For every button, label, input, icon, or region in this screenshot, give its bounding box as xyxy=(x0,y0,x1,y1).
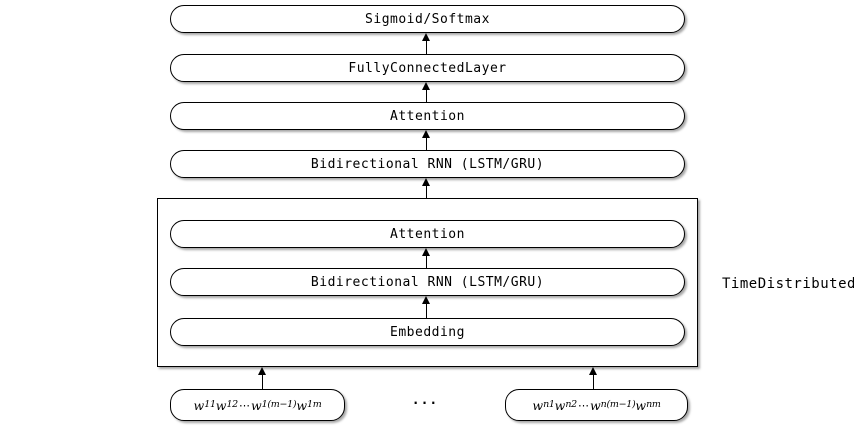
arrowhead-icon xyxy=(422,33,430,41)
up-arrow-connector xyxy=(589,367,598,389)
arrow-stem xyxy=(425,183,428,198)
arrowhead-icon xyxy=(422,82,430,90)
layer-label: Sigmoid/Softmax xyxy=(365,11,490,27)
layer-box-attention-outer: Attention xyxy=(170,102,685,130)
arrow-stem xyxy=(425,38,428,54)
arrowhead-icon xyxy=(422,130,430,138)
time-distributed-label: TimeDistributed xyxy=(722,276,854,292)
up-arrow-connector xyxy=(422,82,431,102)
layer-label: Bidirectional RNN (LSTM/GRU) xyxy=(310,274,545,290)
up-arrow-connector xyxy=(422,296,431,318)
layer-label: Attention xyxy=(390,226,465,242)
layer-label: FullyConnectedLayer xyxy=(348,60,507,76)
arrowhead-icon xyxy=(589,367,597,375)
layer-box-birnn-inner: Bidirectional RNN (LSTM/GRU) xyxy=(170,268,685,296)
layer-box-embedding: Embedding xyxy=(170,318,685,346)
layer-box-attention-inner: Attention xyxy=(170,220,685,248)
arrow-stem xyxy=(592,372,595,389)
arrow-stem xyxy=(425,87,428,102)
arrow-stem xyxy=(261,372,264,389)
up-arrow-connector xyxy=(258,367,267,389)
arrow-stem xyxy=(425,301,428,318)
up-arrow-connector xyxy=(422,130,431,150)
layer-label: Bidirectional RNN (LSTM/GRU) xyxy=(310,156,545,172)
arrowhead-icon xyxy=(258,367,266,375)
layer-box-sigmoid-softmax: Sigmoid/Softmax xyxy=(170,5,685,33)
ellipsis-between-inputs: ... xyxy=(411,393,439,408)
arrowhead-icon xyxy=(422,178,430,186)
layer-label: Attention xyxy=(390,108,465,124)
layer-box-birnn-outer: Bidirectional RNN (LSTM/GRU) xyxy=(170,150,685,178)
arrowhead-icon xyxy=(422,248,430,256)
up-arrow-connector xyxy=(422,248,431,268)
arrow-stem xyxy=(425,253,428,268)
up-arrow-connector xyxy=(422,178,431,198)
arrowhead-icon xyxy=(422,296,430,304)
layer-label: Embedding xyxy=(390,324,465,340)
arrow-stem xyxy=(425,135,428,150)
layer-box-fully-connected: FullyConnectedLayer xyxy=(170,54,685,82)
up-arrow-connector xyxy=(422,33,431,54)
